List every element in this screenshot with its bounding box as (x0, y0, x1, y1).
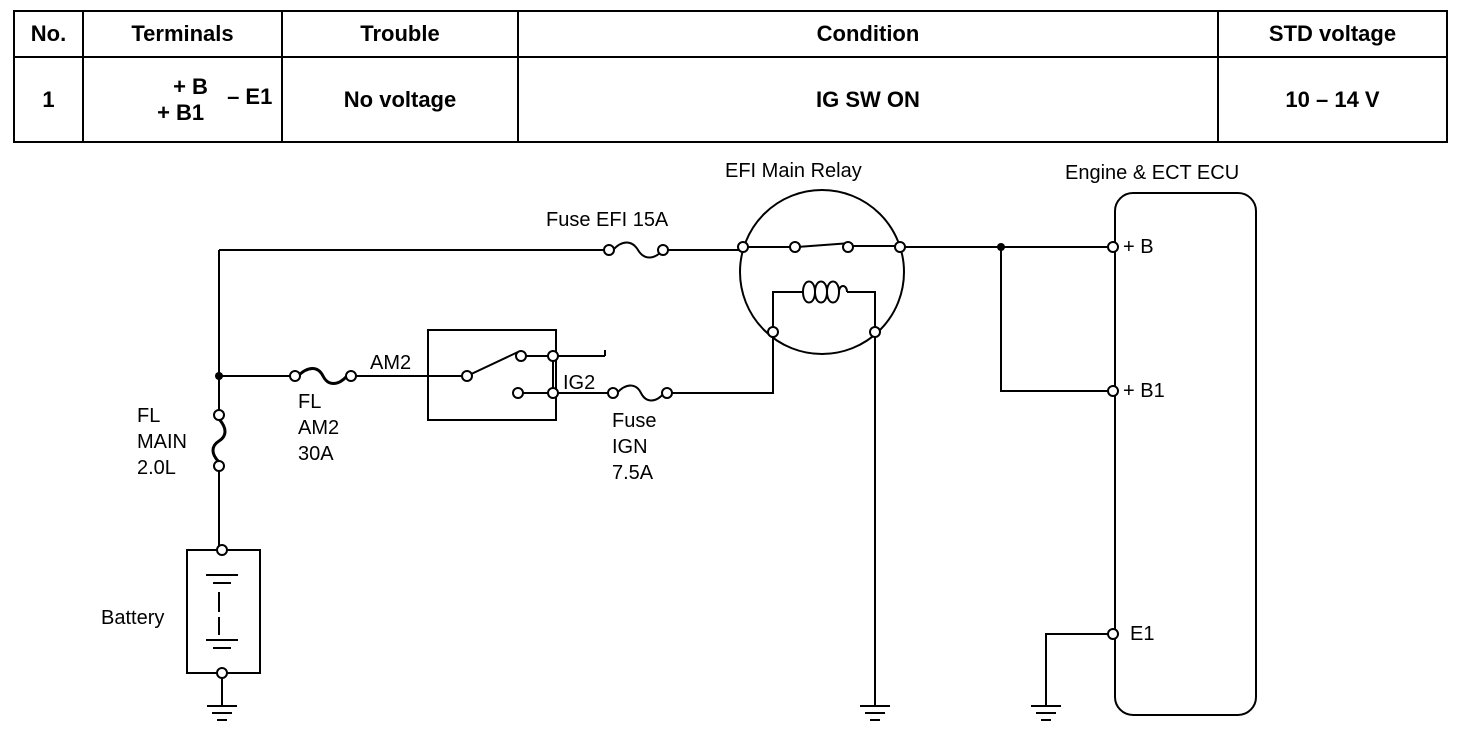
fl-am2-label-line2: AM2 (298, 417, 339, 439)
fuse-am2-symbol (296, 367, 349, 385)
terminal-node (767, 326, 779, 338)
wire-relay-output (902, 246, 1111, 392)
ground-relay-icon (860, 705, 890, 721)
terminal-node (345, 370, 357, 382)
header-condition: Condition (517, 10, 1219, 58)
terminal-node (547, 387, 559, 399)
terminal-node (547, 350, 559, 362)
fuse-ign-label-line3: 7.5A (612, 462, 654, 484)
fl-am2-label-line1: FL (298, 391, 321, 413)
ground-battery-icon (207, 705, 237, 721)
terminal-node (1107, 385, 1119, 397)
cell-trouble: No voltage (281, 56, 519, 143)
fl-main-label-line2: MAIN (137, 431, 187, 453)
relay-coil-wires (772, 291, 876, 332)
cell-std-voltage: 10 – 14 V (1217, 56, 1448, 143)
ground-e1-icon (1031, 705, 1061, 721)
terminal-e1: – E1 (227, 83, 273, 109)
header-trouble: Trouble (281, 10, 519, 58)
terminal-node (789, 241, 801, 253)
table-row: 1 + B + B1 – E1 No voltage IG SW ON 10 –… (13, 56, 1448, 143)
header-terminals: Terminals (82, 10, 283, 58)
terminal-node (216, 667, 228, 679)
junction-dot (997, 243, 1005, 251)
terminal-node (603, 244, 615, 256)
wire-ig2 (556, 332, 774, 394)
terminal-node (657, 244, 669, 256)
terminals-group: + B + B1 – E1 (157, 73, 272, 126)
relay-switch (745, 242, 898, 248)
spec-table-header-row: No. Terminals Trouble Condition STD volt… (13, 10, 1448, 58)
fuse-efi-symbol (612, 241, 664, 259)
ecu-pin-b1-label: + B1 (1123, 380, 1165, 402)
efi-main-relay-label: EFI Main Relay (725, 160, 862, 182)
terminal-node (842, 241, 854, 253)
ig2-label: IG2 (563, 372, 595, 394)
cell-no: 1 (13, 56, 84, 143)
header-no: No. (13, 10, 84, 58)
efi-relay-circle (739, 189, 905, 355)
battery-box (186, 549, 261, 674)
terminal-node (737, 241, 749, 253)
fuse-efi-label: Fuse EFI 15A (546, 209, 669, 231)
terminal-b1: + B1 (157, 99, 205, 125)
battery-cells (206, 574, 238, 649)
battery-label: Battery (101, 607, 164, 629)
fuse-ign-symbol (616, 384, 665, 402)
terminal-node (213, 409, 225, 421)
terminal-node (289, 370, 301, 382)
ecu-pin-b-label: + B (1123, 236, 1154, 258)
fuse-ign-label-line1: Fuse (612, 410, 656, 432)
header-std-voltage: STD voltage (1217, 10, 1448, 58)
fl-main-symbol (211, 418, 227, 464)
wire-e1-ground (1045, 633, 1111, 705)
terminal-b: + B (173, 73, 208, 99)
ecu-box (1114, 192, 1257, 716)
cell-condition: IG SW ON (517, 56, 1219, 143)
terminal-node (607, 387, 619, 399)
terminal-node (661, 387, 673, 399)
spec-table: No. Terminals Trouble Condition STD volt… (13, 10, 1448, 143)
junction-dot (215, 372, 223, 380)
fuse-ign-label-line2: IGN (612, 436, 648, 458)
fl-main-label-line1: FL (137, 405, 160, 427)
ecu-title-label: Engine & ECT ECU (1065, 162, 1239, 184)
terminal-node (894, 241, 906, 253)
ecu-pin-e1-label: E1 (1130, 623, 1154, 645)
relay-coil (802, 280, 848, 304)
terminal-node (1107, 241, 1119, 253)
terminal-node (216, 544, 228, 556)
terminal-node (461, 370, 473, 382)
cell-terminals: + B + B1 – E1 (82, 56, 283, 143)
terminal-node (869, 326, 881, 338)
terminal-node (1107, 628, 1119, 640)
terminal-node (512, 387, 524, 399)
fl-main-label-line3: 2.0L (137, 457, 176, 479)
am2-label: AM2 (370, 352, 411, 374)
fl-am2-label-line3: 30A (298, 443, 334, 465)
terminal-node (213, 460, 225, 472)
terminal-node (515, 350, 527, 362)
